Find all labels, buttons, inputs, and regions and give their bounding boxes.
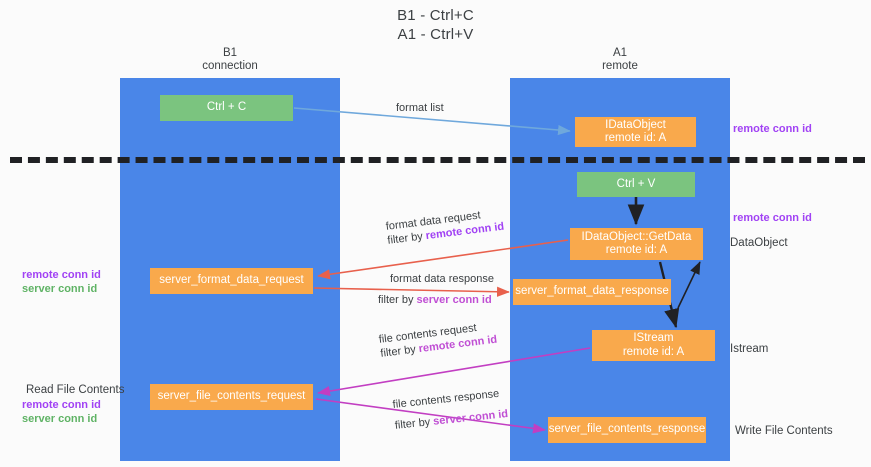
edge-label-format-data-response: format data response filter by server co… [378, 272, 494, 307]
edge-label-format-data-response-text: format data response [390, 273, 494, 285]
lane-header-b1: B1 connection [120, 47, 340, 73]
filter-key-server-conn-id: server conn id [432, 407, 509, 428]
lane-header-b1-name: B1 [222, 47, 238, 59]
lane-header-a1-role: remote [602, 60, 638, 72]
edge-label-format-data-request: format data request filter by remote con… [385, 206, 505, 248]
page-title-line-2: A1 - Ctrl+V [397, 26, 474, 43]
edge-label-file-contents-request: file contents request filter by remote c… [378, 319, 498, 361]
annotation-server-conn-id-left-1: server conn id [22, 283, 98, 295]
annotation-conn-ids-format: remote conn id server conn id [22, 268, 101, 296]
node-idataobject[interactable]: IDataObject remote id: A [575, 117, 696, 147]
lane-header-a1-name: A1 [612, 47, 628, 59]
page-title-line-1: B1 - Ctrl+C [397, 7, 474, 24]
lane-header-a1: A1 remote [510, 47, 730, 73]
filter-prefix: filter by [386, 230, 427, 247]
node-ctrl-v[interactable]: Ctrl + V [577, 172, 695, 197]
filter-key-server-conn-id: server conn id [416, 294, 492, 306]
page-title: B1 - Ctrl+C A1 - Ctrl+V [0, 6, 871, 44]
annotation-server-conn-id-left-2: server conn id [22, 413, 98, 425]
edge-label-format-data-response-filter: filter by server conn id [378, 293, 494, 307]
filter-prefix: filter by [378, 294, 417, 306]
annotation-conn-ids-file: remote conn id server conn id [22, 398, 101, 426]
edge-label-file-contents-response: file contents response filter by server … [392, 386, 509, 433]
node-server-file-contents-request[interactable]: server_file_contents_request [150, 384, 313, 410]
node-idataobject-getdata[interactable]: IDataObject::GetData remote id: A [570, 228, 703, 260]
annotation-remote-conn-id-top: remote conn id [733, 123, 812, 135]
edge-label-format-list: format list [396, 102, 444, 114]
node-istream[interactable]: IStream remote id: A [592, 330, 715, 361]
annotation-remote-conn-id-getdata: remote conn id [733, 212, 812, 224]
annotation-dataobject: DataObject [730, 237, 788, 249]
node-server-file-contents-response[interactable]: server_file_contents_response [548, 417, 706, 443]
annotation-write-file-contents: Write File Contents [735, 425, 833, 437]
node-ctrl-c[interactable]: Ctrl + C [160, 95, 293, 121]
annotation-read-file-contents: Read File Contents [26, 384, 125, 396]
phase-divider [10, 157, 865, 163]
node-server-format-data-request[interactable]: server_format_data_request [150, 268, 313, 294]
node-server-format-data-response[interactable]: server_format_data_response [513, 279, 671, 305]
annotation-remote-conn-id-left-2: remote conn id [22, 399, 101, 411]
annotation-remote-conn-id-left-1: remote conn id [22, 269, 101, 281]
filter-prefix: filter by [379, 343, 420, 360]
edge-label-file-contents-response-filter: filter by server conn id [394, 407, 509, 433]
lane-header-b1-role: connection [202, 60, 258, 72]
filter-prefix: filter by [394, 415, 434, 432]
annotation-istream: Istream [730, 343, 769, 355]
